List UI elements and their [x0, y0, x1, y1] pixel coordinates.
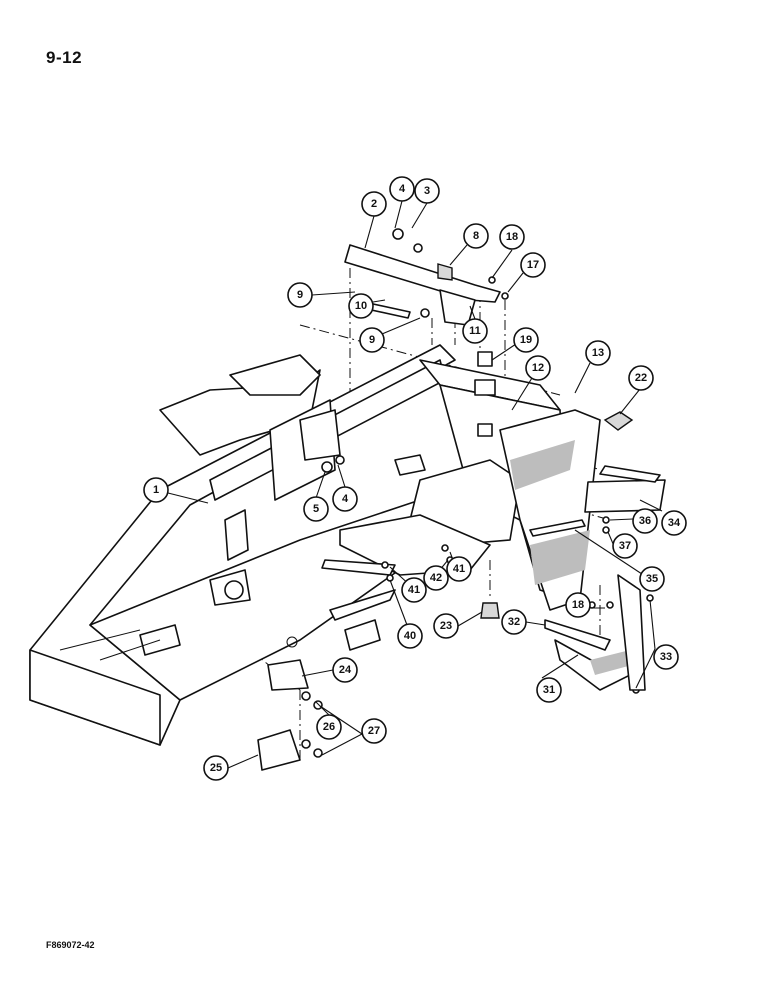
svg-text:5: 5 — [313, 503, 319, 515]
svg-text:23: 23 — [440, 620, 452, 632]
svg-text:11: 11 — [469, 325, 481, 337]
svg-text:18: 18 — [572, 599, 584, 611]
svg-text:9: 9 — [297, 289, 303, 301]
svg-text:32: 32 — [508, 616, 520, 628]
svg-text:12: 12 — [532, 362, 544, 374]
callout-23: 23 — [433, 613, 459, 639]
callout-4: 4 — [389, 176, 415, 202]
callout-27: 27 — [361, 718, 387, 744]
svg-text:22: 22 — [635, 372, 647, 384]
callout-22: 22 — [628, 365, 654, 391]
svg-text:31: 31 — [543, 684, 555, 696]
callout-41: 41 — [446, 556, 472, 582]
svg-text:9: 9 — [369, 334, 375, 346]
callout-9: 9 — [287, 282, 313, 308]
callout-31: 31 — [536, 677, 562, 703]
svg-text:3: 3 — [424, 185, 430, 197]
callout-18: 18 — [499, 224, 525, 250]
figure-code: F869072-42 — [46, 940, 95, 950]
svg-text:24: 24 — [339, 664, 352, 676]
callout-3: 3 — [414, 178, 440, 204]
svg-text:42: 42 — [430, 572, 442, 584]
svg-text:36: 36 — [639, 515, 651, 527]
callout-42: 42 — [423, 565, 449, 591]
small-parts — [257, 411, 666, 771]
svg-text:2: 2 — [371, 198, 377, 210]
callouts: 1 2 3 4 4 5 8 9 9 10 11 12 13 17 18 18 1… — [143, 176, 687, 781]
callout-9: 9 — [359, 327, 385, 353]
svg-text:34: 34 — [668, 517, 681, 529]
callout-13: 13 — [585, 340, 611, 366]
svg-text:10: 10 — [355, 300, 367, 312]
callout-26: 26 — [316, 714, 342, 740]
callout-25: 25 — [203, 755, 229, 781]
svg-text:19: 19 — [520, 334, 532, 346]
callout-17: 17 — [520, 252, 546, 278]
callout-35: 35 — [639, 566, 665, 592]
svg-text:27: 27 — [368, 725, 380, 737]
callout-37: 37 — [612, 533, 638, 559]
svg-text:4: 4 — [399, 183, 406, 195]
callout-24: 24 — [332, 657, 358, 683]
svg-text:41: 41 — [453, 563, 465, 575]
callout-40: 40 — [397, 623, 423, 649]
svg-text:33: 33 — [660, 651, 672, 663]
callout-12: 12 — [525, 355, 551, 381]
svg-text:25: 25 — [210, 762, 222, 774]
svg-text:13: 13 — [592, 347, 604, 359]
svg-text:1: 1 — [153, 484, 159, 496]
callout-41: 41 — [401, 577, 427, 603]
callout-32: 32 — [501, 609, 527, 635]
callout-19: 19 — [513, 327, 539, 353]
callout-8: 8 — [463, 223, 489, 249]
svg-text:40: 40 — [404, 630, 416, 642]
callout-36: 36 — [632, 508, 658, 534]
svg-text:41: 41 — [408, 584, 420, 596]
svg-text:17: 17 — [527, 259, 539, 271]
callout-4: 4 — [332, 486, 358, 512]
callout-1: 1 — [143, 477, 169, 503]
callout-18: 18 — [565, 592, 591, 618]
svg-text:18: 18 — [506, 231, 518, 243]
svg-text:37: 37 — [619, 540, 631, 552]
callout-33: 33 — [653, 644, 679, 670]
callout-11: 11 — [462, 318, 488, 344]
callout-34: 34 — [661, 510, 687, 536]
svg-text:4: 4 — [342, 493, 349, 505]
svg-text:35: 35 — [646, 573, 658, 585]
callout-10: 10 — [348, 293, 374, 319]
callout-5: 5 — [303, 496, 329, 522]
svg-text:8: 8 — [473, 230, 479, 242]
svg-text:26: 26 — [323, 721, 335, 733]
page-number: 9-12 — [46, 48, 83, 67]
main-frame — [29, 344, 601, 746]
callout-2: 2 — [361, 191, 387, 217]
